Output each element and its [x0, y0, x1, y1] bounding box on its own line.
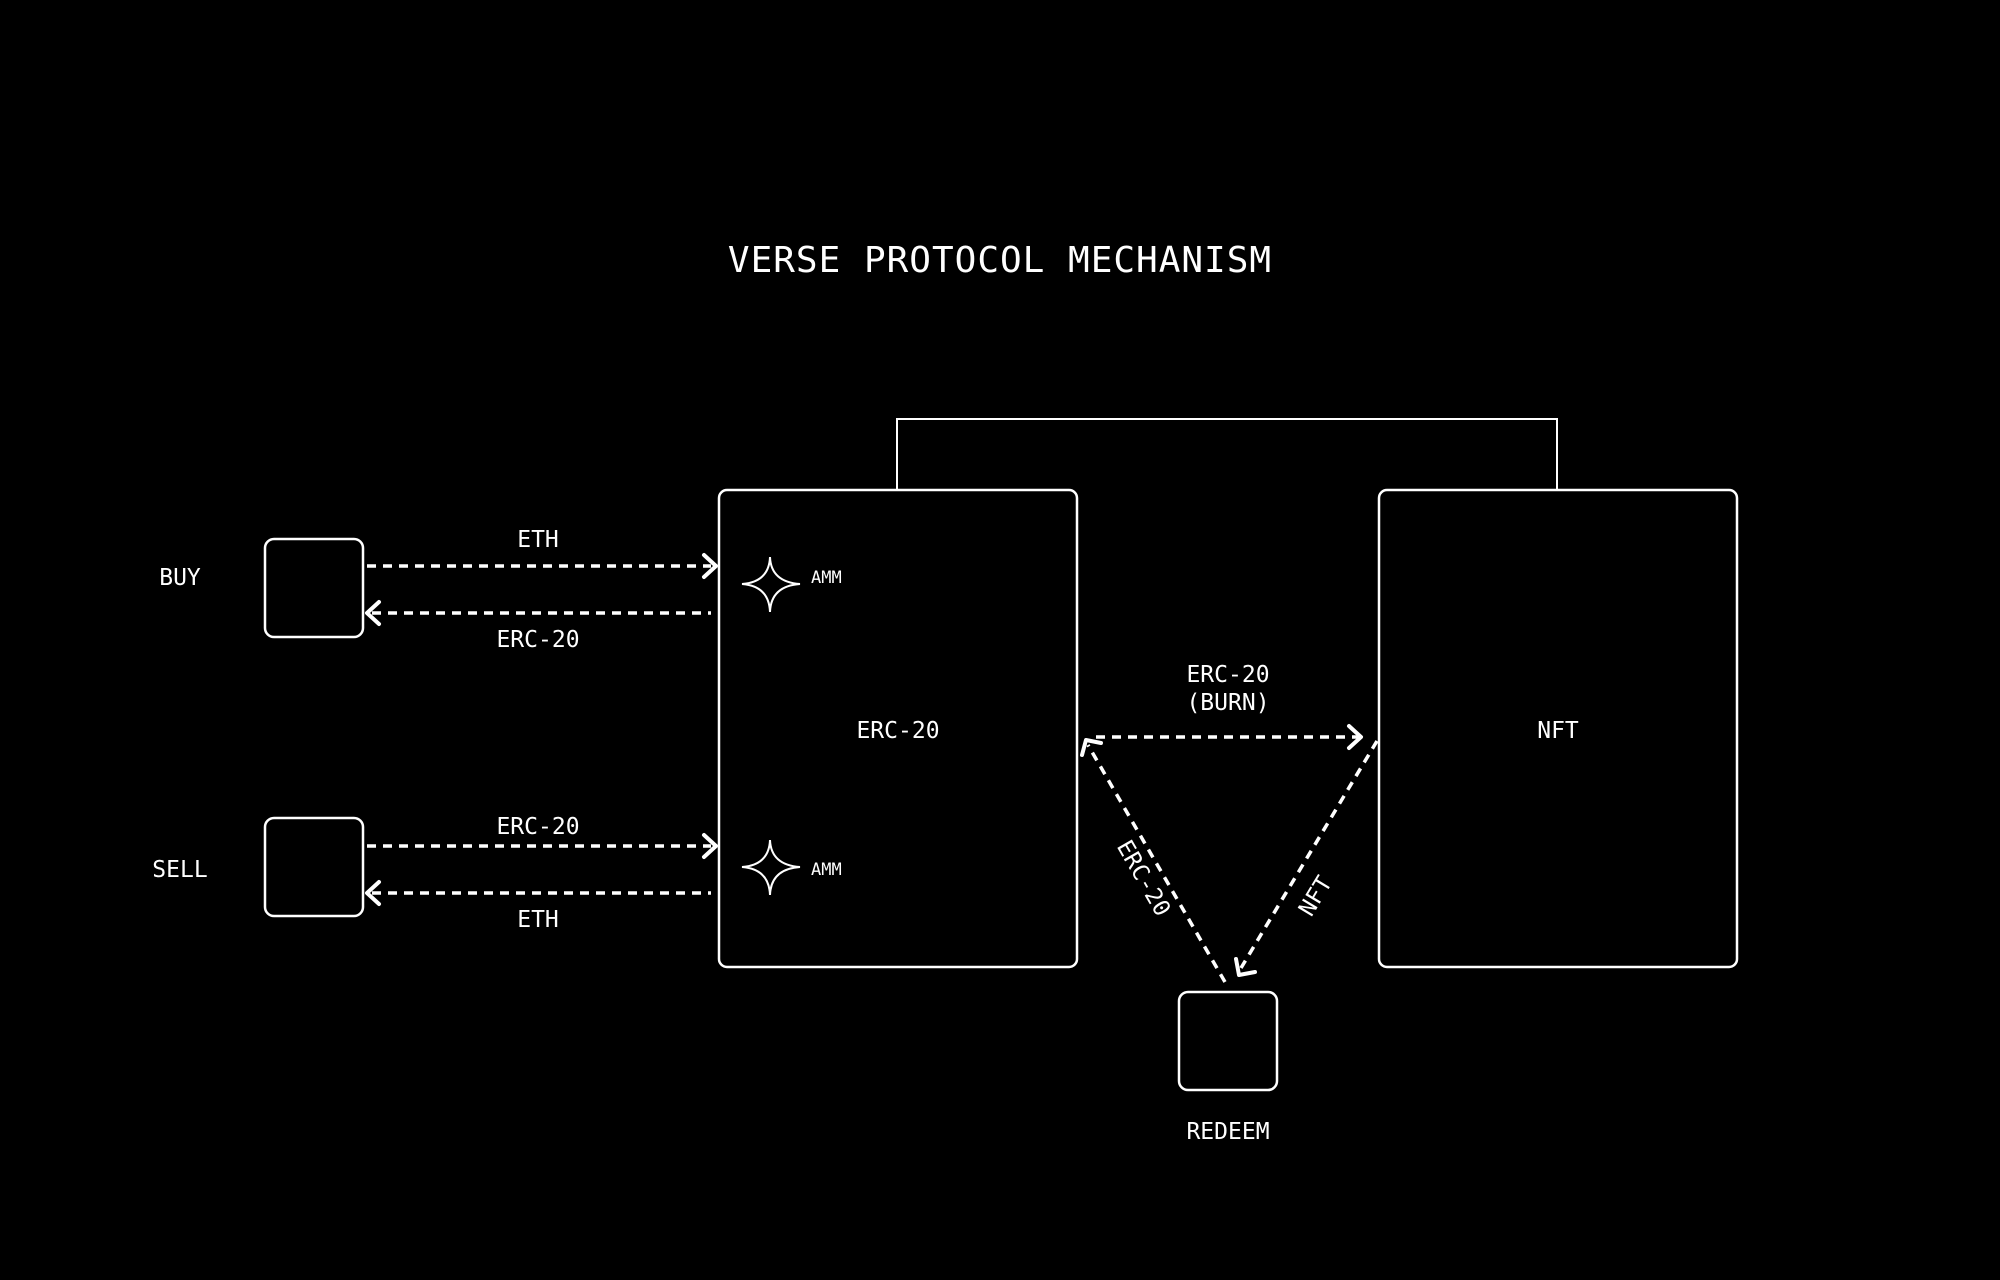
redeem-label: REDEEM — [1186, 1119, 1269, 1145]
redeem-nft-label: NFT — [1294, 872, 1338, 921]
sell-node — [263, 816, 365, 918]
erc20-box — [717, 488, 1079, 969]
sell-erc20-label: ERC-20 — [496, 814, 579, 840]
arrowhead-icon — [365, 600, 381, 626]
amm-label-top: AMM — [811, 568, 842, 588]
buy-node — [263, 537, 365, 639]
redeem-erc20-arrow — [1086, 744, 1227, 983]
arrowhead-icon — [365, 880, 381, 906]
buy-erc20-label: ERC-20 — [496, 627, 579, 653]
burn-label-line1: ERC-20 — [1186, 662, 1269, 688]
amm-sparkle-icon-bottom — [741, 839, 801, 896]
sell-label: SELL — [152, 857, 207, 883]
redeem-node — [1177, 990, 1279, 1092]
erc20-label: ERC-20 — [856, 718, 939, 744]
arrowhead-icon — [1234, 957, 1257, 977]
nft-redeem-arrow — [1239, 740, 1379, 969]
arrowhead-icon — [702, 833, 718, 859]
arrowhead-icon — [1347, 724, 1363, 750]
sell-eth-label: ETH — [517, 907, 559, 933]
arrowhead-icon — [1080, 738, 1103, 757]
erc20-nft-link — [896, 418, 1558, 490]
buy-label: BUY — [159, 565, 201, 591]
buy-eth-label: ETH — [517, 527, 559, 553]
amm-label-bottom: AMM — [811, 860, 842, 880]
amm-sparkle-icon-top — [741, 556, 801, 613]
nft-label: NFT — [1537, 718, 1579, 744]
nft-box — [1377, 488, 1739, 969]
arrowhead-icon — [702, 553, 718, 579]
burn-label-line2: (BURN) — [1186, 690, 1269, 716]
page-title: VERSE PROTOCOL MECHANISM — [728, 240, 1272, 281]
